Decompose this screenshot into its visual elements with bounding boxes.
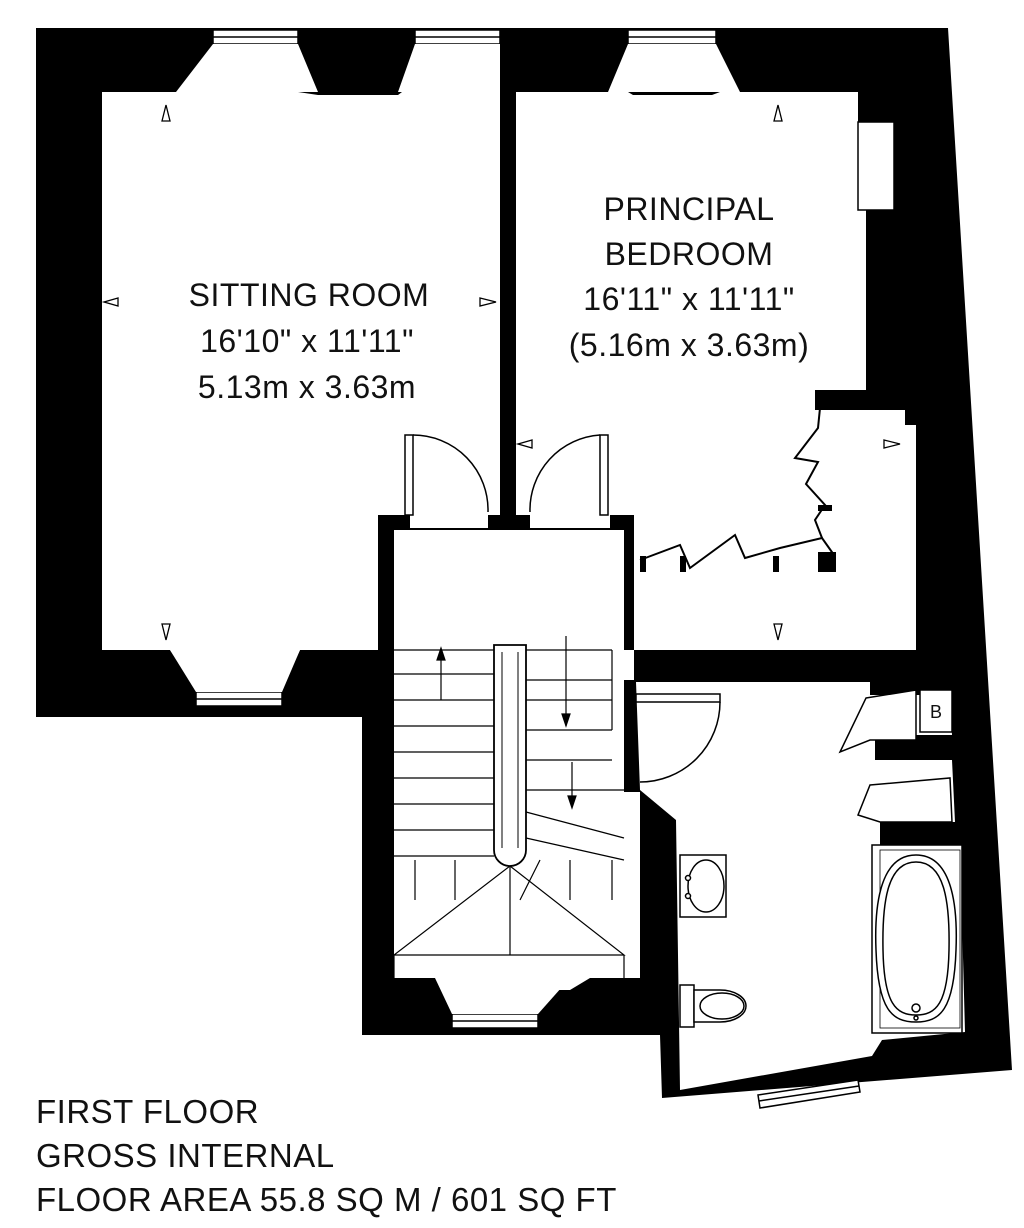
caption-floor-area: FLOOR AREA 55.8 SQ M / 601 SQ FT bbox=[36, 1181, 617, 1218]
door-sitting-leaf bbox=[404, 434, 414, 516]
boiler-box bbox=[919, 689, 953, 733]
caption-floor: FIRST FLOOR bbox=[36, 1093, 260, 1130]
bedroom-imperial: 16'11" x 11'11" bbox=[583, 281, 794, 317]
room-interiors bbox=[102, 92, 965, 1090]
sitting-room-metric: 5.13m x 3.63m bbox=[198, 369, 416, 405]
cupboard-lower bbox=[857, 777, 953, 823]
caption-gross-internal: GROSS INTERNAL bbox=[36, 1137, 335, 1174]
toilet bbox=[679, 984, 747, 1028]
basin bbox=[679, 854, 727, 918]
cupboard-upper bbox=[838, 689, 917, 754]
bedroom-label: PRINCIPAL BEDROOM 16'11" x 11'11" (5.16m… bbox=[569, 191, 809, 363]
sitting-room-floor bbox=[102, 92, 500, 680]
bedroom-metric: (5.16m x 3.63m) bbox=[569, 327, 809, 363]
door-bathroom-leaf bbox=[635, 693, 721, 703]
wardrobe bbox=[639, 407, 836, 572]
bedroom-name-line2: BEDROOM bbox=[605, 236, 774, 272]
chimney-breast bbox=[857, 121, 895, 211]
floor-caption: FIRST FLOOR GROSS INTERNAL FLOOR AREA 55… bbox=[36, 1090, 617, 1222]
doors bbox=[404, 434, 721, 783]
dimension-markers bbox=[101, 104, 901, 641]
sitting-room-label: SITTING ROOM 16'10" x 11'11" 5.13m x 3.6… bbox=[189, 277, 430, 405]
sitting-room-imperial: 16'10" x 11'11" bbox=[200, 323, 414, 359]
boiler-label: B bbox=[930, 702, 942, 722]
door-bedroom-leaf bbox=[599, 434, 609, 516]
bedroom-floor bbox=[516, 92, 916, 650]
bedroom-name-line1: PRINCIPAL bbox=[603, 191, 774, 227]
bathroom-fixtures bbox=[679, 689, 963, 1034]
staircase bbox=[392, 636, 626, 978]
sitting-room-name: SITTING ROOM bbox=[189, 277, 430, 313]
bath bbox=[871, 844, 963, 1034]
